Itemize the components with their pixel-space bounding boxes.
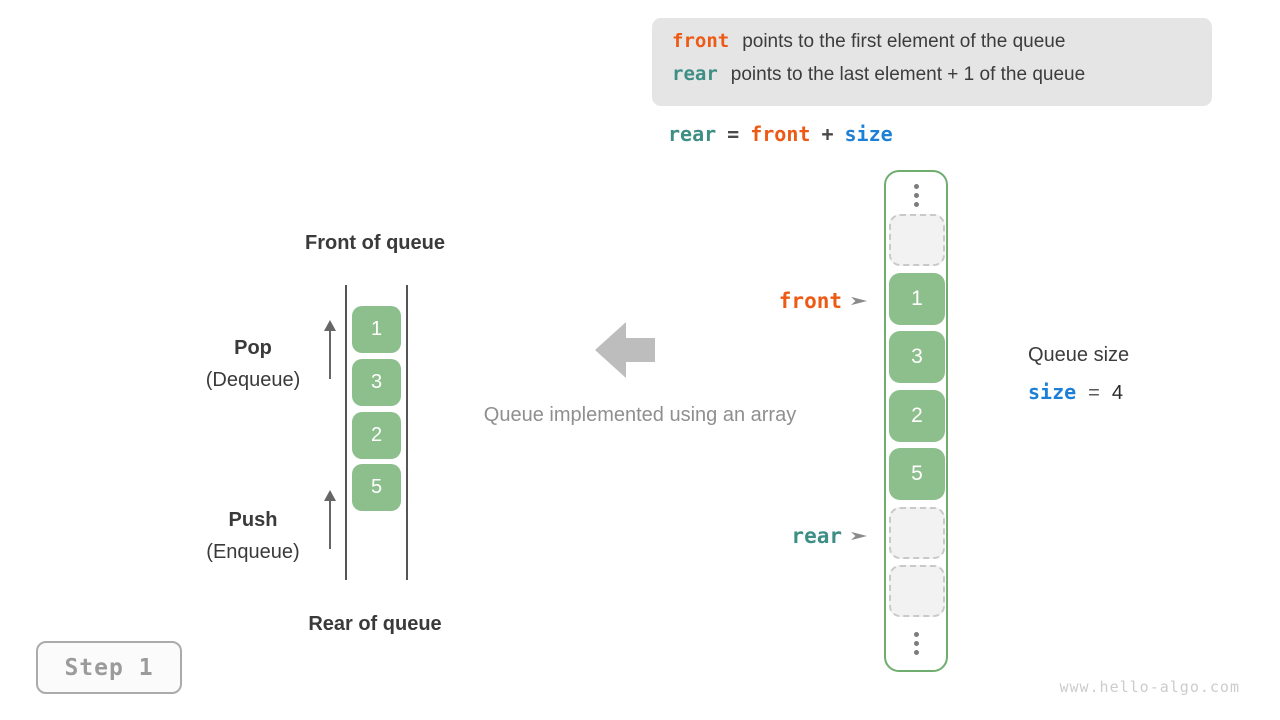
left-queue-cell: 5: [352, 464, 401, 511]
channel-right-line: [406, 285, 408, 580]
pop-subtitle: (Dequeue): [205, 369, 301, 391]
size-equals: =: [1088, 382, 1100, 404]
step-badge: Step 1: [36, 641, 182, 694]
array-container: 1 3 2 5: [884, 170, 948, 672]
push-subtitle: (Enqueue): [206, 541, 300, 563]
watermark: www.hello-algo.com: [1059, 678, 1240, 696]
size-variable: size: [1028, 380, 1077, 404]
equation-equals: =: [727, 122, 740, 146]
equation-rear: rear: [668, 122, 717, 146]
array-value-cell: 1: [889, 273, 945, 325]
array-value-cell: 3: [889, 331, 945, 383]
channel-left-line: [345, 285, 347, 580]
front-explanation-line: front points to the first element of the…: [672, 30, 1192, 63]
array-implementation-caption: Queue implemented using an array: [483, 404, 797, 426]
pointer-equation: rear = front + size: [668, 122, 893, 146]
front-pointer-arrow-icon: [851, 296, 867, 306]
array-empty-cell: [889, 507, 945, 559]
left-queue-cell: 2: [352, 412, 401, 459]
front-pointer: front: [697, 289, 867, 313]
array-empty-cell: [889, 565, 945, 617]
left-block-arrow-icon: [595, 322, 655, 378]
array-value-cell: 2: [889, 390, 945, 442]
left-queue-cell: 1: [352, 306, 401, 353]
equation-front: front: [750, 122, 811, 146]
ellipsis-bottom-icon: [886, 632, 946, 655]
push-label: Push (Enqueue): [183, 509, 323, 564]
rear-pointer-arrow-icon: [851, 531, 867, 541]
equation-plus: +: [821, 122, 834, 146]
rear-pointer-label: rear: [791, 524, 842, 548]
pointer-explanation-box: front points to the first element of the…: [652, 18, 1212, 106]
rear-explanation-line: rear points to the last element + 1 of t…: [672, 63, 1192, 96]
left-queue-cell: 3: [352, 359, 401, 406]
queue-size-annotation: Queue size size = 4: [1028, 344, 1129, 405]
front-keyword: front: [672, 30, 730, 52]
push-title: Push: [228, 509, 278, 531]
rear-keyword: rear: [672, 63, 718, 85]
pop-label: Pop (Dequeue): [183, 337, 323, 392]
array-value-cell: 5: [889, 448, 945, 500]
rear-pointer: rear: [697, 524, 867, 548]
pop-up-arrow-icon: [323, 320, 337, 379]
rear-explanation-text: points to the last element + 1 of the qu…: [730, 64, 1086, 85]
equation-size: size: [844, 122, 893, 146]
size-value: 4: [1111, 382, 1123, 404]
push-up-arrow-icon: [323, 490, 337, 549]
array-empty-cell: [889, 214, 945, 266]
pop-title: Pop: [234, 337, 272, 359]
queue-size-title: Queue size: [1028, 344, 1130, 366]
rear-of-queue-label: Rear of queue: [308, 613, 442, 635]
ellipsis-top-icon: [886, 184, 946, 207]
front-of-queue-label: Front of queue: [305, 232, 445, 254]
front-explanation-text: points to the first element of the queue: [742, 31, 1066, 52]
front-pointer-label: front: [778, 289, 842, 313]
